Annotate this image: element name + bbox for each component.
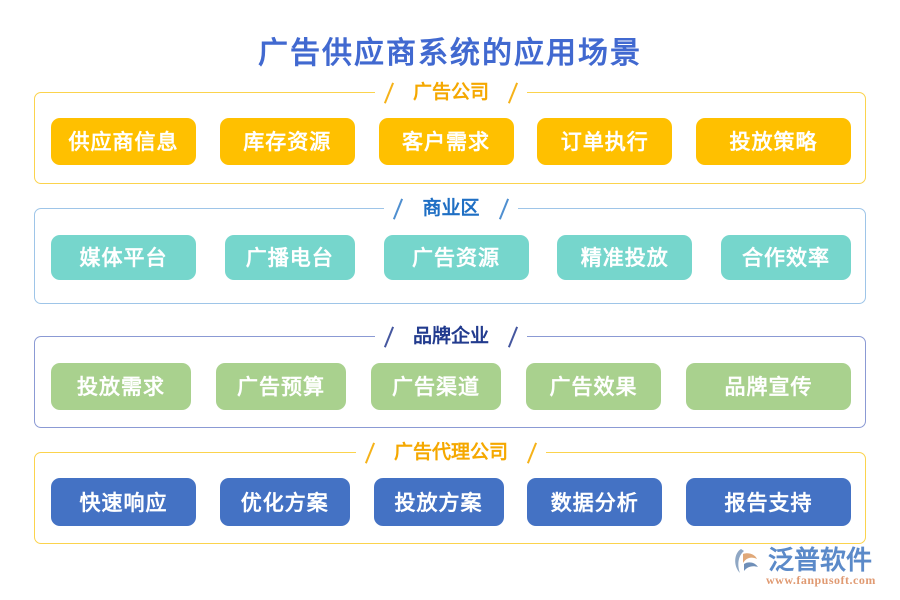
section-business-district: 商业区 媒体平台 广播电台 广告资源 精准投放 合作效率 <box>34 196 867 304</box>
chip-item[interactable]: 报告支持 <box>686 478 851 526</box>
chip-item[interactable]: 投放方案 <box>373 478 504 526</box>
logo-row: 泛普软件 <box>732 546 872 576</box>
section-brand-enterprise: 品牌企业 投放需求 广告预算 广告渠道 广告效果 品牌宣传 <box>34 324 867 428</box>
chip-item[interactable]: 订单执行 <box>537 117 673 165</box>
chip-row-business-district: 媒体平台 广播电台 广告资源 精准投放 合作效率 <box>35 209 867 303</box>
chip-item[interactable]: 广告效果 <box>526 362 661 410</box>
chip-item[interactable]: 投放策略 <box>696 117 851 165</box>
chip-item[interactable]: 供应商信息 <box>51 117 196 165</box>
chip-item[interactable]: 精准投放 <box>557 234 693 280</box>
chip-item[interactable]: 快速响应 <box>51 478 196 526</box>
chip-row-ad-agency: 快速响应 优化方案 投放方案 数据分析 报告支持 <box>35 453 867 543</box>
chip-item[interactable]: 广播电台 <box>224 234 355 280</box>
chip-item[interactable]: 数据分析 <box>527 478 663 526</box>
page-title: 广告供应商系统的应用场景 <box>258 37 642 70</box>
chip-item[interactable]: 品牌宣传 <box>686 362 851 410</box>
chip-item[interactable]: 客户需求 <box>378 117 514 165</box>
logo-text: 泛普软件 <box>768 546 873 575</box>
chip-item[interactable]: 优化方案 <box>219 478 350 526</box>
chip-item[interactable]: 广告渠道 <box>371 362 501 410</box>
fanpu-swoosh-icon <box>735 549 758 573</box>
logo-url: www.fanpusoft.com <box>766 573 876 587</box>
chip-item[interactable]: 广告资源 <box>383 234 529 280</box>
section-ad-agency: 广告代理公司 快速响应 优化方案 投放方案 数据分析 报告支持 <box>34 440 867 544</box>
section-advertising-company: 广告公司 供应商信息 库存资源 客户需求 订单执行 投放策略 <box>34 80 867 184</box>
chip-item[interactable]: 投放需求 <box>51 362 191 410</box>
brand-logo: 泛普软件 www.fanpusoft.com <box>732 546 882 588</box>
chip-row-brand-enterprise: 投放需求 广告预算 广告渠道 广告效果 品牌宣传 <box>35 337 867 427</box>
chip-item[interactable]: 媒体平台 <box>51 234 196 280</box>
chip-item[interactable]: 库存资源 <box>219 117 355 165</box>
chip-row-advertising-company: 供应商信息 库存资源 客户需求 订单执行 投放策略 <box>35 93 867 183</box>
chip-item[interactable]: 合作效率 <box>721 234 851 280</box>
chip-item[interactable]: 广告预算 <box>216 362 346 410</box>
